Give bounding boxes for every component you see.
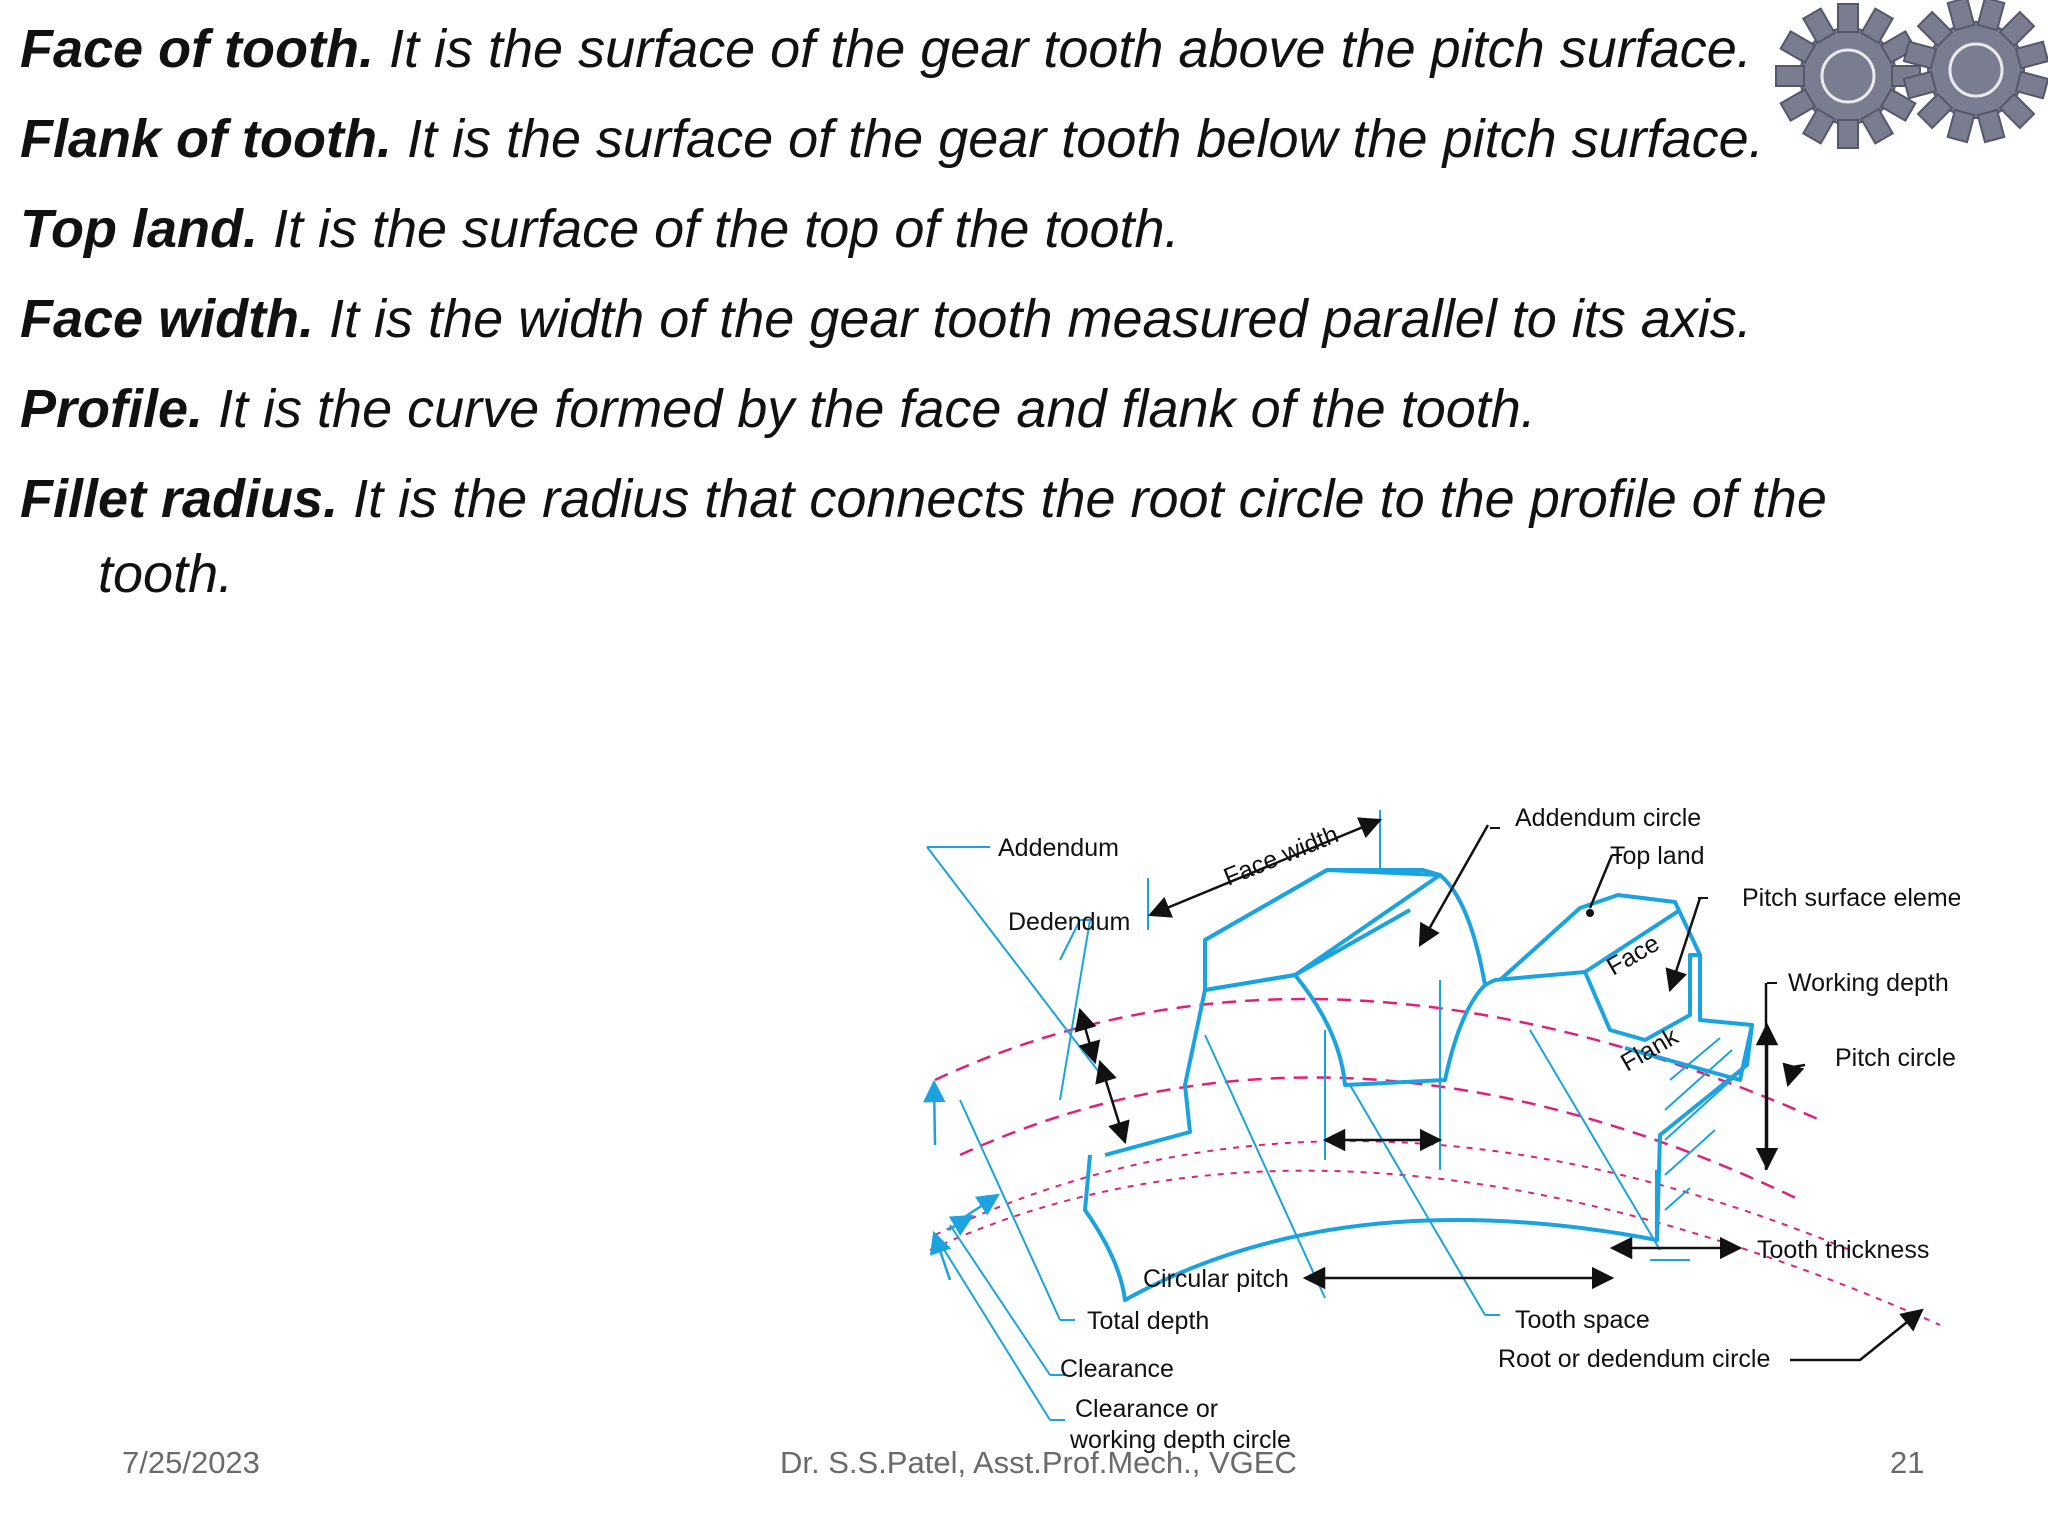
definition-text: It is the radius that connects the root … [338, 469, 1827, 529]
tooth-right-profile [1498, 893, 1754, 1241]
term: Fillet radius. [20, 469, 339, 529]
dimension-arrows [1074, 817, 1924, 1362]
term: Face of tooth. [20, 19, 374, 79]
definition-flank-of-tooth: Flank of tooth. It is the surface of the… [20, 102, 1980, 177]
label-addendum-circle: Addendum circle [1515, 804, 1701, 832]
dedendum-arrow [1095, 1059, 1130, 1145]
rim-body [1083, 1154, 1659, 1302]
label-addendum: Addendum [998, 834, 1119, 862]
face-width-arrow [1147, 817, 1383, 918]
label-top-land: Top land [1610, 842, 1705, 870]
label-flank: Flank [1616, 1022, 1683, 1077]
label-clearance-circle-1: Clearance or [1075, 1395, 1218, 1423]
top-land-dot [1586, 909, 1594, 917]
label-pitch-circle: Pitch circle [1835, 1044, 1956, 1072]
label-working-depth: Working depth [1788, 969, 1949, 997]
label-clearance-circle-2: working depth circle [1069, 1426, 1291, 1454]
term: Top land. [20, 199, 258, 259]
definition-face-width: Face width. It is the width of the gear … [20, 282, 1980, 357]
definition-profile: Profile. It is the curve formed by the f… [20, 372, 1980, 447]
label-dedendum: Dedendum [1008, 908, 1130, 936]
root-circle-arrow [1790, 1308, 1924, 1362]
root-circle-line [929, 1169, 1941, 1326]
definitions-list: Face of tooth. It is the surface of the … [20, 12, 1980, 627]
term: Profile. [20, 379, 204, 439]
label-circular-pitch: Circular pitch [1143, 1265, 1289, 1293]
definition-text: It is the surface of the gear tooth belo… [391, 109, 1764, 169]
top-land-arrow [1588, 854, 1614, 909]
label-ticks [1490, 827, 1777, 984]
term: Face width. [20, 289, 315, 349]
footer-author: Dr. S.S.Patel, Asst.Prof.Mech., VGEC [780, 1445, 1297, 1480]
definition-top-land: Top land. It is the surface of the top o… [20, 192, 1980, 267]
footer-page-number: 21 [1890, 1445, 1925, 1480]
definition-text: It is the surface of the gear tooth abov… [373, 19, 1752, 79]
diagram-labels: Addendum Dedendum Face width Addendum ci… [998, 804, 1960, 1454]
tooth-right-face [1484, 908, 1682, 987]
pitch-circle-line [959, 1076, 1801, 1202]
label-pitch-surface-element: Pitch surface element [1742, 884, 1960, 912]
reference-circles [934, 997, 1821, 1202]
gear-tooth-diagram: Addendum Dedendum Face width Addendum ci… [923, 804, 1960, 1454]
section-hatching [1664, 1037, 1741, 1211]
blue-arrows [923, 1079, 1000, 1281]
gear-left-icon [1775, 3, 1921, 149]
definition-text: It is the width of the gear tooth measur… [314, 289, 1752, 349]
tooth-left-top [1203, 868, 1441, 990]
definition-text: It is the curve formed by the face and f… [203, 379, 1536, 439]
term: Flank of tooth. [20, 109, 392, 169]
definition-fillet-radius: Fillet radius. It is the radius that con… [20, 462, 1980, 612]
definition-face-of-tooth: Face of tooth. It is the surface of the … [20, 12, 1980, 87]
label-face-width: Face width [1220, 820, 1343, 891]
definition-continuation: tooth. [98, 544, 234, 604]
gears-icon [1775, 0, 2048, 149]
label-root-circle: Root or dedendum circle [1498, 1345, 1770, 1373]
addendum-circle-arrow [1418, 824, 1490, 947]
label-face: Face [1602, 929, 1664, 981]
label-tooth-space: Tooth space [1515, 1306, 1650, 1334]
tooth-left-face [1204, 873, 1487, 1087]
inner-circles [929, 1140, 1941, 1326]
definition-text: It is the surface of the top of the toot… [257, 199, 1180, 259]
label-total-depth: Total depth [1087, 1307, 1209, 1335]
tooth-right-front [1624, 1024, 1754, 1082]
addendum-arrow [1074, 1007, 1101, 1065]
label-clearance: Clearance [1060, 1355, 1174, 1383]
addendum-circle-line [934, 997, 1821, 1122]
footer-date: 7/25/2023 [122, 1445, 260, 1480]
tooth-left-fold [1294, 908, 1411, 977]
tooth-right-flank [1583, 953, 1700, 1042]
label-tooth-thickness: Tooth thickness [1757, 1236, 1929, 1264]
pitch-circle-arrow [1782, 1062, 1806, 1088]
pitch-surface-arrow [1665, 897, 1702, 993]
gear-right-icon [1902, 0, 2048, 144]
